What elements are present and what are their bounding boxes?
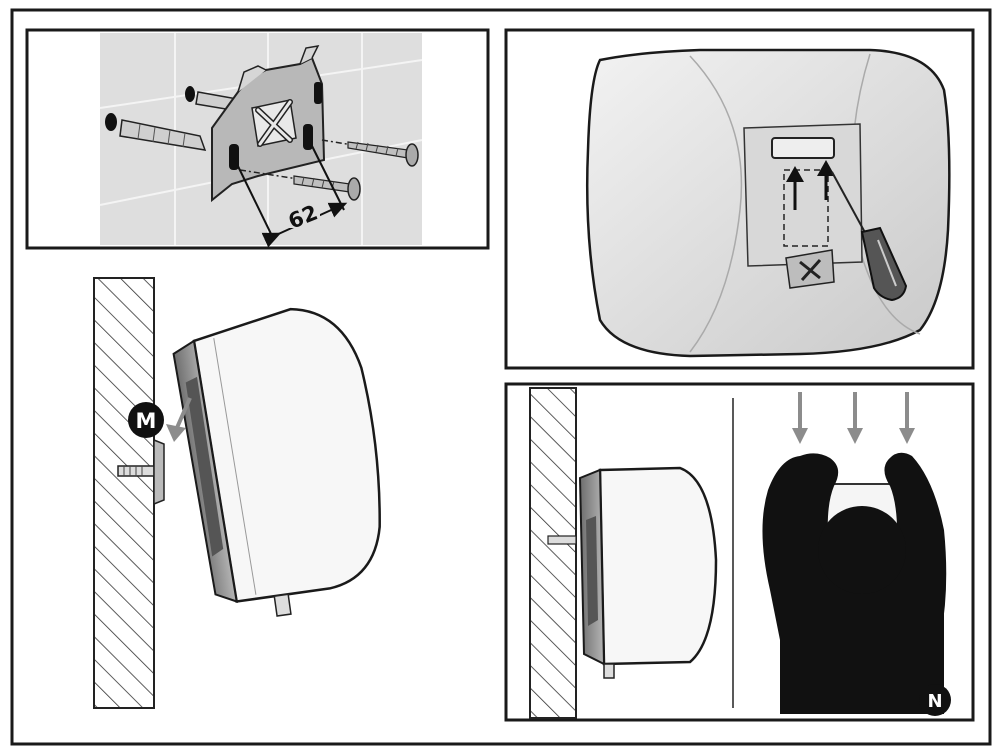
screw xyxy=(239,169,361,201)
arrow-down-left xyxy=(166,397,192,442)
arrow-down xyxy=(847,392,863,444)
panel-hanging: M xyxy=(93,277,381,709)
screw xyxy=(321,139,419,167)
water-outlet xyxy=(273,593,292,617)
wall-section xyxy=(529,387,577,719)
panel-bracket-mounting: 62 xyxy=(25,28,490,250)
dimension-62: 62 xyxy=(233,137,348,248)
bracket-ghost xyxy=(783,169,835,289)
person-lifting-icon xyxy=(762,452,947,714)
arrow-up xyxy=(817,160,835,200)
wall-plug xyxy=(547,535,577,545)
screwdriver-icon xyxy=(831,171,908,302)
callout-label: N xyxy=(927,691,942,712)
panel-lifting: N xyxy=(504,382,975,722)
mounting-bracket xyxy=(211,45,326,203)
back-plate xyxy=(743,123,863,267)
panel-heater-back xyxy=(504,28,975,370)
drill-hole xyxy=(105,113,117,131)
callout-label: M xyxy=(136,409,157,433)
water-outlet xyxy=(603,663,615,679)
outer-frame xyxy=(10,8,992,746)
arrow-down xyxy=(792,392,808,444)
arrow-up xyxy=(786,166,804,210)
wall-plug xyxy=(117,438,165,506)
callout-m: M xyxy=(128,402,164,438)
wall-section xyxy=(93,277,155,709)
hook-bar xyxy=(771,137,835,159)
arrow-down xyxy=(899,392,915,444)
callout-n: N xyxy=(919,684,951,716)
water-heater xyxy=(578,466,718,679)
wall-plug xyxy=(119,119,207,151)
water-heater xyxy=(172,307,381,617)
drill-hole xyxy=(185,86,195,102)
